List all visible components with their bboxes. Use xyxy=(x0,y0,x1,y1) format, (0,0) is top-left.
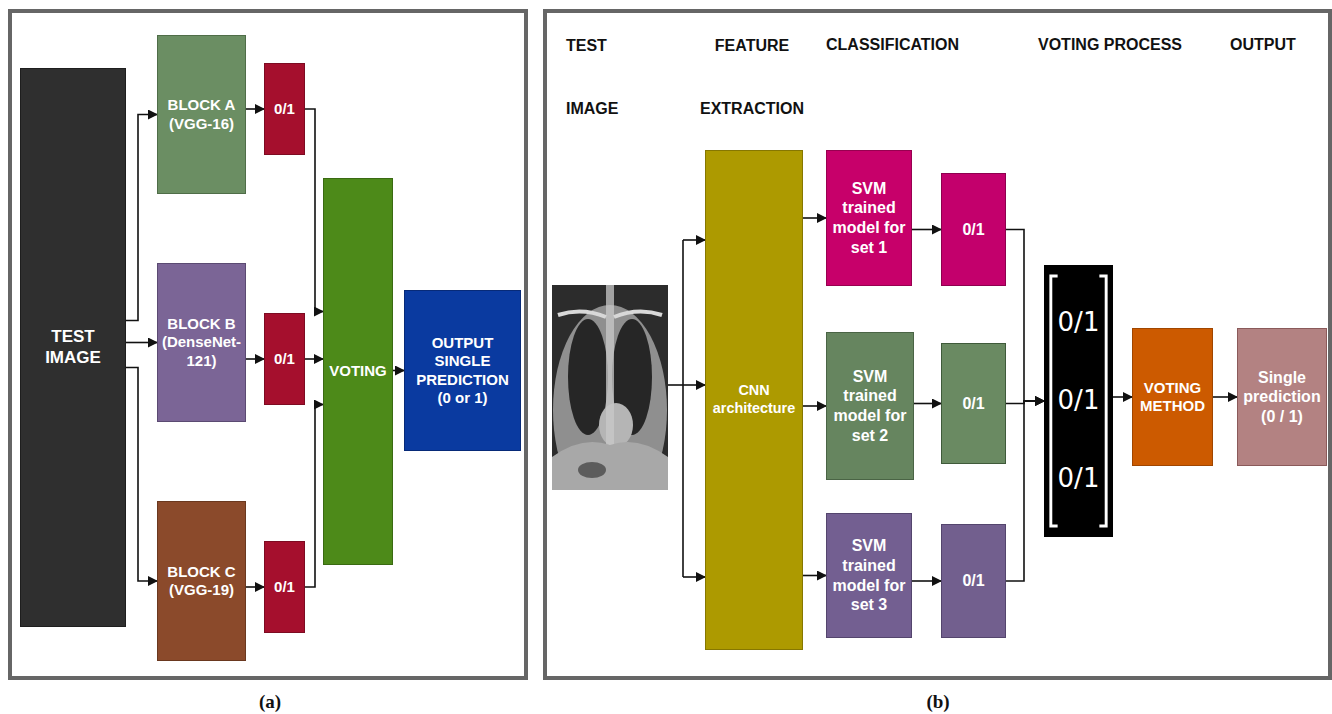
node-text: BLOCK B (DenseNet-121) xyxy=(161,315,242,370)
node-text: TEST IMAGE xyxy=(24,327,122,368)
arrow-connector xyxy=(126,115,157,321)
arrow-connector xyxy=(912,580,941,582)
bracket-line xyxy=(1051,276,1058,526)
arrow-connector xyxy=(1006,401,1044,581)
output-box: Single prediction (0 / 1) xyxy=(1237,328,1327,466)
model-block: BLOCK C (VGG-19) xyxy=(157,501,246,661)
panel-frame xyxy=(10,11,526,678)
arrow-connector xyxy=(246,358,264,360)
column-heading: CLASSIFICATION xyxy=(826,34,959,56)
column-heading: OUTPUT xyxy=(1230,34,1296,56)
node-text: 0/1 xyxy=(1048,385,1109,417)
arrow-connector xyxy=(305,109,323,312)
node-text: 0/1 xyxy=(945,220,1002,240)
node-text: BLOCK C (VGG-19) xyxy=(161,563,242,600)
node-text: VOTING METHOD xyxy=(1136,379,1209,416)
voting-method-box: VOTING METHOD xyxy=(1132,328,1213,466)
node-text: 0/1 xyxy=(945,571,1002,591)
column-heading: TEST IMAGE xyxy=(566,14,630,140)
node-text: 0/1 xyxy=(268,100,301,118)
panel-label: (a) xyxy=(240,691,300,713)
prediction-box: 0/1 xyxy=(264,313,305,405)
chest-xray-image xyxy=(552,285,668,490)
prediction-box: 0/1 xyxy=(941,524,1006,638)
arrow-connector xyxy=(126,368,157,582)
column-heading: FEATURE EXTRACTION xyxy=(692,14,812,140)
node-text: 0/1 xyxy=(1048,307,1109,339)
arrow-connector xyxy=(803,217,826,219)
panel-label: (b) xyxy=(908,691,968,713)
classifier-box: SVM trained model for set 1 xyxy=(826,150,912,286)
node-text: SVM trained model for set 1 xyxy=(830,179,908,257)
arrow-connector xyxy=(126,342,157,344)
output-box: OUTPUT SINGLE PREDICTION (0 or 1) xyxy=(404,290,521,451)
arrow-connector xyxy=(1213,396,1237,398)
bracket-line xyxy=(1099,276,1106,526)
node-text: 0/1 xyxy=(1048,463,1109,495)
feature-extractor-box: CNN architecture xyxy=(705,150,803,650)
model-block: BLOCK B (DenseNet-121) xyxy=(157,263,246,422)
classifier-box: SVM trained model for set 3 xyxy=(826,513,912,638)
arrow-connector xyxy=(246,108,264,110)
arrow-connector xyxy=(305,405,323,588)
node-text: BLOCK A (VGG-16) xyxy=(161,96,242,133)
node-text: SVM trained model for set 2 xyxy=(830,367,910,445)
arrow-connector xyxy=(912,229,941,231)
node-text: 0/1 xyxy=(268,578,301,596)
arrow-connector xyxy=(393,370,404,372)
node-text: SVM trained model for set 3 xyxy=(830,536,908,614)
node-text: CNN architecture xyxy=(709,382,799,417)
arrow-connector xyxy=(1006,230,1044,402)
arrow-connector xyxy=(803,575,826,577)
node-text: 0/1 xyxy=(268,350,301,368)
voting-box: VOTING xyxy=(323,178,393,565)
node-text: 0/1 xyxy=(945,394,1002,414)
arrow-connector xyxy=(1113,396,1132,398)
prediction-box: 0/1 xyxy=(941,173,1006,286)
prediction-vector-box: 0/1 0/1 0/1 xyxy=(1044,265,1113,537)
column-heading: VOTING PROCESS xyxy=(1038,34,1182,56)
model-block: BLOCK A (VGG-16) xyxy=(157,35,246,194)
arrow-connector xyxy=(246,586,264,588)
panel-frame xyxy=(545,11,1330,678)
prediction-box: 0/1 xyxy=(264,63,305,155)
input-image-box: TEST IMAGE xyxy=(20,68,126,627)
classifier-box: SVM trained model for set 2 xyxy=(826,332,914,480)
arrow-connector xyxy=(914,403,941,405)
node-text: VOTING xyxy=(327,362,389,380)
prediction-box: 0/1 xyxy=(264,541,305,633)
node-text: OUTPUT SINGLE PREDICTION (0 or 1) xyxy=(408,334,517,407)
arrow-connector xyxy=(803,405,826,407)
prediction-box: 0/1 xyxy=(941,343,1006,464)
arrow-connector xyxy=(305,358,323,360)
node-text: Single prediction (0 / 1) xyxy=(1241,368,1323,427)
